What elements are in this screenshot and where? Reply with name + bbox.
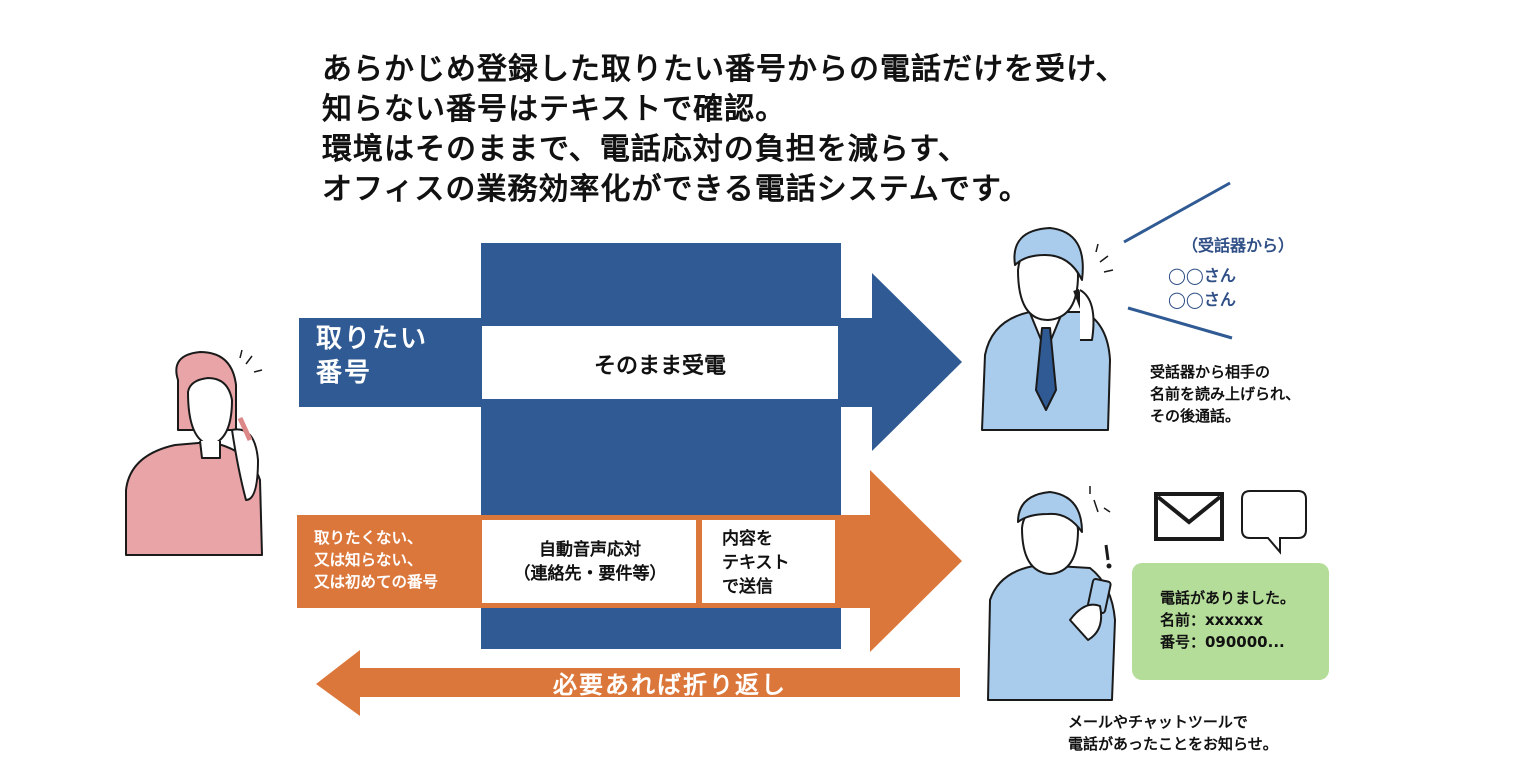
headline-line-4: オフィスの業務効率化ができる電話システムです。 (322, 172, 1030, 207)
text-send-box (702, 520, 835, 603)
chat-bubble-icon (1241, 490, 1307, 555)
receiver-caption: 受話器から相手の 名前を読み上げられ、 その後通話。 (1150, 361, 1300, 427)
headline: あらかじめ登録した取りたい番号からの電話だけを受け、 知らない番号はテキストで確… (322, 50, 1127, 210)
headline-line-1: あらかじめ登録した取りたい番号からの電話だけを受け、 (322, 52, 1127, 87)
headline-line-2: 知らない番号はテキストで確認。 (322, 92, 787, 127)
auto-voice-line-2: （連絡先・要件等） (513, 564, 667, 584)
auto-voice-line-1: 自動音声応対 (539, 540, 641, 560)
headline-line-3: 環境はそのままで、電話応対の負担を減らす、 (322, 132, 969, 167)
text-send-line-2: テキスト (722, 553, 790, 573)
receiver-caption-line-3: その後通話。 (1150, 407, 1241, 425)
auto-voice-box (482, 520, 696, 603)
notification-caption-line-2: 電話があったことをお知らせ。 (1068, 735, 1278, 753)
wanted-number-label: 取りたい 番号 (316, 322, 428, 390)
receiver-man-illustration (981, 227, 1114, 431)
text-send-line-3: で送信 (722, 577, 773, 597)
callback-text: 必要あれば折り返し (553, 671, 787, 699)
notification-line-2: 名前：xxxxxx (1160, 611, 1264, 629)
direct-receive-box (482, 326, 838, 399)
speech-line-bottom (1127, 306, 1233, 340)
direct-receive-text: そのまま受電 (593, 354, 726, 379)
wanted-arrow-tail (299, 318, 481, 407)
notification-line-1: 電話がありました。 (1160, 589, 1296, 607)
unwanted-arrow-head (870, 470, 962, 652)
bubble-name-2: ◯◯さん (1168, 290, 1236, 309)
notification-line-3: 番号：090000... (1160, 633, 1285, 651)
unwanted-label-line-2: 又は知らない、 (314, 551, 423, 569)
mail-icon (1154, 492, 1224, 541)
unwanted-label-line-3: 又は初めての番号 (314, 573, 439, 591)
notified-man-illustration (987, 486, 1116, 701)
unwanted-number-label: 取りたくない、 又は知らない、 又は初めての番号 (314, 527, 438, 593)
receiver-caption-line-1: 受話器から相手の (1150, 363, 1271, 381)
wanted-arrow-head (872, 273, 962, 451)
notification-caption: メールやチャットツールで 電話があったことをお知らせ。 (1068, 711, 1278, 755)
callback-arrow (316, 650, 960, 716)
wanted-label-line-1: 取りたい (316, 324, 429, 354)
text-send-line-1: 内容を (722, 529, 773, 549)
text-send-text: 内容を テキスト で送信 (722, 527, 790, 599)
bubble-title: （受話器から） (1182, 236, 1295, 255)
caller-woman-illustration (125, 349, 263, 556)
bubble-name-1: ◯◯さん (1168, 266, 1236, 285)
wanted-arrow-body (841, 318, 874, 407)
receiver-caption-line-2: 名前を読み上げられ、 (1150, 385, 1301, 403)
speech-line-top (1123, 181, 1231, 244)
wanted-label-line-2: 番号 (316, 358, 373, 388)
notification-caption-line-1: メールやチャットツールで (1068, 713, 1248, 731)
auto-voice-text: 自動音声応対 （連絡先・要件等） (484, 538, 696, 586)
notification-card (1132, 563, 1329, 680)
notification-text: 電話がありました。 名前：xxxxxx 番号：090000... (1160, 587, 1295, 653)
unwanted-label-line-1: 取りたくない、 (314, 529, 423, 547)
